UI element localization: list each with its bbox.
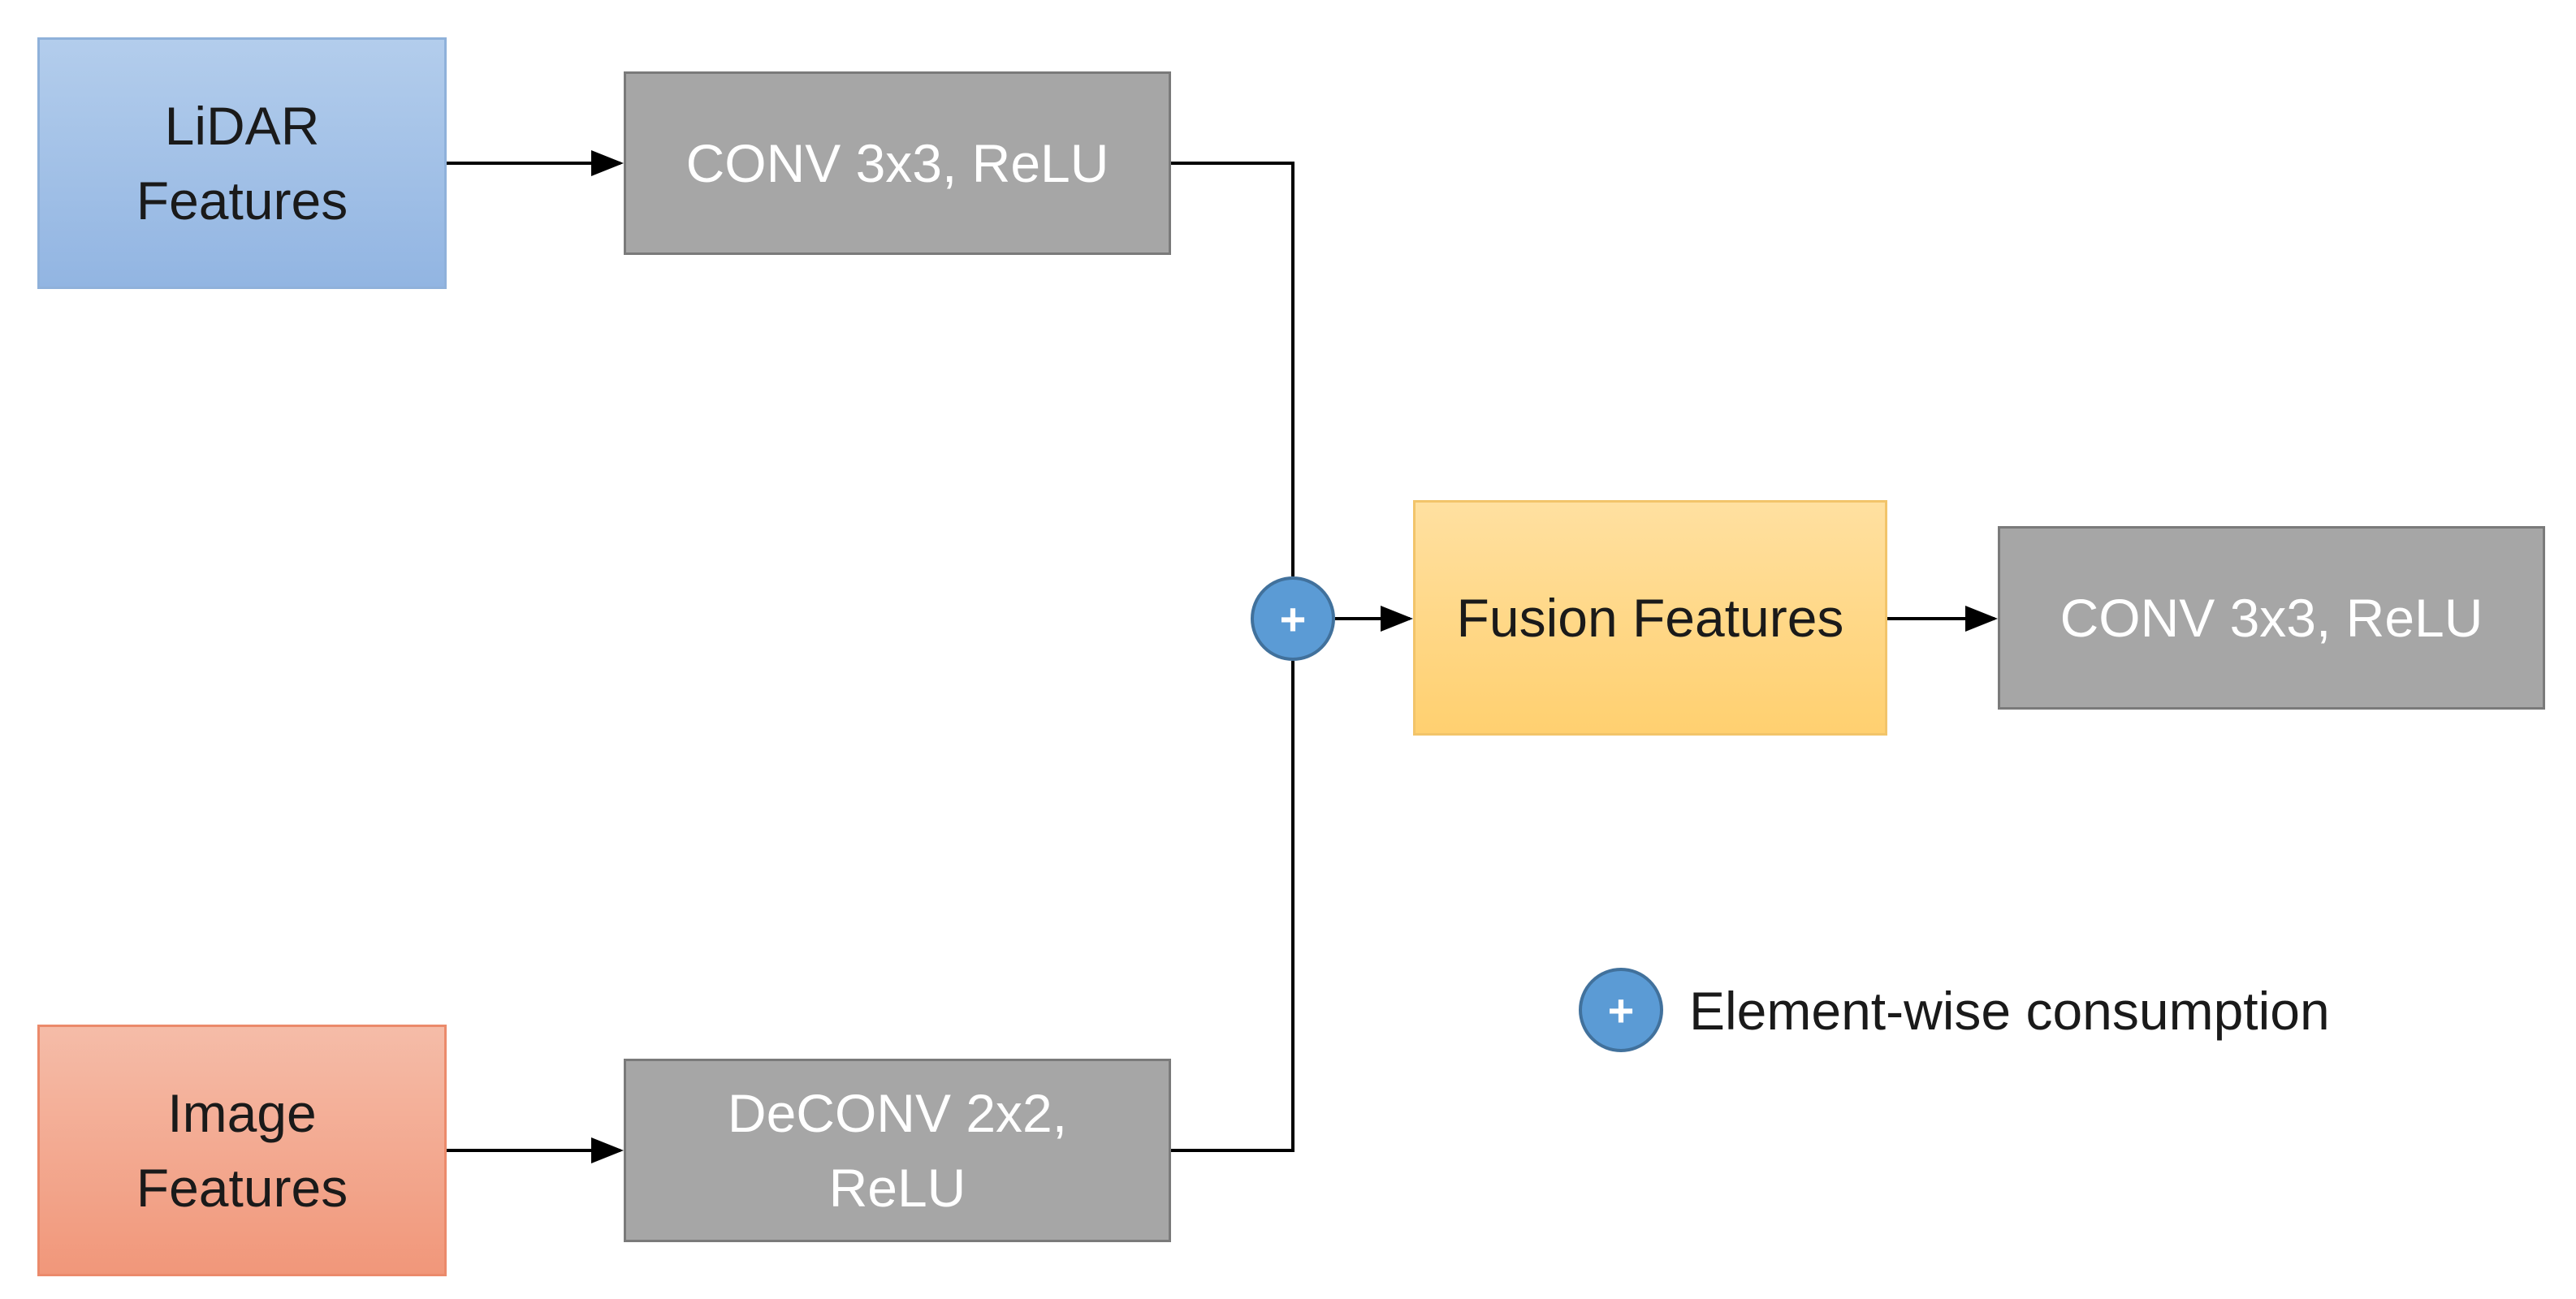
fusion-features-box: Fusion Features xyxy=(1413,500,1887,736)
fusion-features-label: Fusion Features xyxy=(1456,587,1844,648)
output-conv-label: CONV 3x3, ReLU xyxy=(2060,587,2483,648)
plus-icon: + xyxy=(1279,593,1307,645)
line-deconv-to-sum xyxy=(1171,661,1294,1152)
legend-label: Element-wise consumption xyxy=(1689,981,2330,1041)
elementwise-sum-node: + xyxy=(1251,576,1335,661)
lidar-features-line1: LiDAR xyxy=(164,95,320,156)
legend-plus-icon: + xyxy=(1607,984,1635,1036)
line-conv-to-sum xyxy=(1171,162,1294,576)
lidar-features-line2: Features xyxy=(136,170,348,231)
output-conv-3x3-relu-box: CONV 3x3, ReLU xyxy=(1998,526,2545,710)
legend-symbol: + xyxy=(1579,968,1663,1052)
conv-3x3-relu-label: CONV 3x3, ReLU xyxy=(685,132,1109,193)
image-features-box: Image Features xyxy=(37,1025,447,1276)
deconv-label-line2: ReLU xyxy=(828,1158,966,1218)
conv-3x3-relu-box: CONV 3x3, ReLU xyxy=(624,71,1171,255)
deconv-2x2-relu-box: DeCONV 2x2, ReLU xyxy=(624,1059,1171,1242)
deconv-label-line1: DeCONV 2x2, xyxy=(727,1082,1068,1143)
lidar-features-box: LiDAR Features xyxy=(37,37,447,289)
image-features-line2: Features xyxy=(136,1158,348,1218)
image-features-line1: Image xyxy=(167,1082,317,1143)
